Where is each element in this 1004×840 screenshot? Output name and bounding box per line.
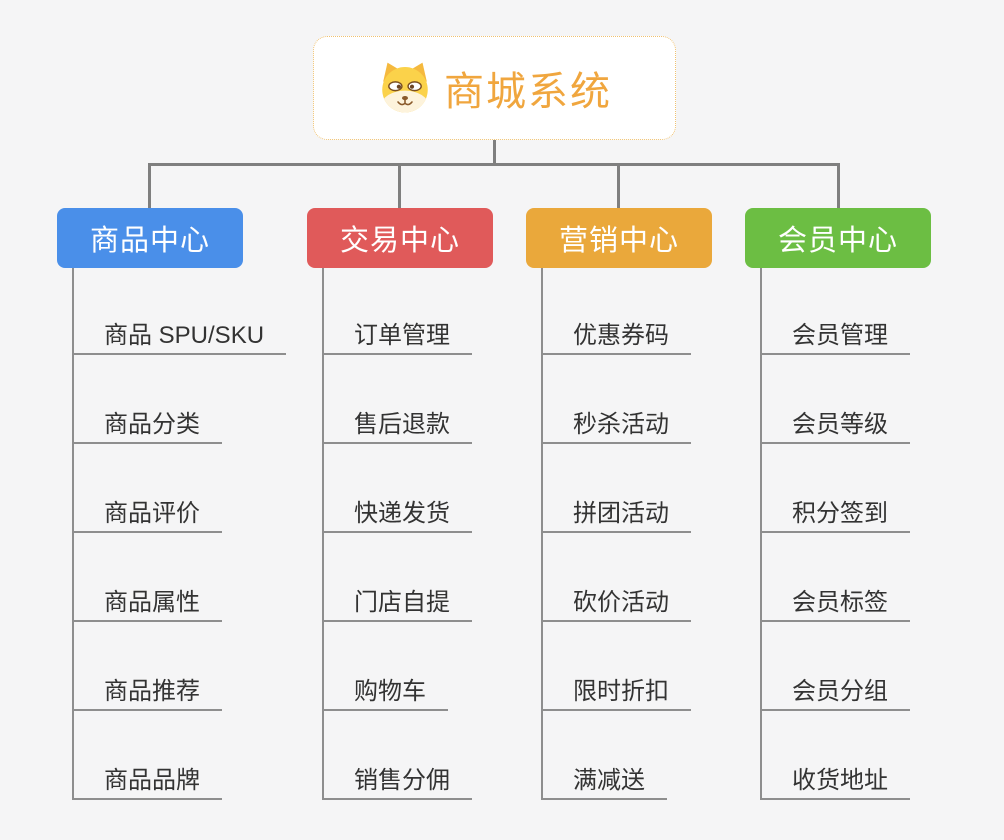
branch-node-product-center[interactable]: 商品中心: [57, 208, 243, 268]
connector-branch-3: [617, 163, 620, 210]
connector-branch-4: [837, 163, 840, 210]
leaf-node[interactable]: 收货地址: [760, 764, 910, 800]
trunk-line: [72, 268, 74, 800]
branch-node-marketing-center[interactable]: 营销中心: [526, 208, 712, 268]
connector-branch-1: [148, 163, 151, 210]
leaf-node[interactable]: 限时折扣: [541, 675, 691, 711]
branch-column-product: 商品 SPU/SKU 商品分类 商品评价 商品属性 商品推荐 商品品牌: [72, 268, 312, 808]
leaf-node[interactable]: 优惠券码: [541, 319, 691, 355]
connector-root-stem: [493, 140, 496, 166]
connector-horizontal: [148, 163, 840, 166]
leaf-node[interactable]: 快递发货: [322, 497, 472, 533]
leaf-node[interactable]: 商品评价: [72, 497, 222, 533]
leaf-node[interactable]: 拼团活动: [541, 497, 691, 533]
leaf-node[interactable]: 会员标签: [760, 586, 910, 622]
leaf-node[interactable]: 商品属性: [72, 586, 222, 622]
leaf-node[interactable]: 门店自提: [322, 586, 472, 622]
leaf-node[interactable]: 砍价活动: [541, 586, 691, 622]
leaf-node[interactable]: 商品推荐: [72, 675, 222, 711]
leaf-node[interactable]: 商品分类: [72, 408, 222, 444]
leaf-node[interactable]: 售后退款: [322, 408, 472, 444]
root-title: 商城系统: [444, 70, 612, 114]
root-node[interactable]: 商城系统: [313, 36, 676, 140]
branch-column-trade: 订单管理 售后退款 快递发货 门店自提 购物车 销售分佣: [322, 268, 562, 808]
branch-node-trade-center[interactable]: 交易中心: [307, 208, 493, 268]
branch-column-member: 会员管理 会员等级 积分签到 会员标签 会员分组 收货地址: [760, 268, 1000, 808]
leaf-node[interactable]: 会员分组: [760, 675, 910, 711]
leaf-node[interactable]: 商品 SPU/SKU: [72, 319, 287, 355]
branch-node-member-center[interactable]: 会员中心: [745, 208, 931, 268]
leaf-node[interactable]: 订单管理: [322, 319, 472, 355]
leaf-node[interactable]: 商品品牌: [72, 764, 222, 800]
dog-face-icon: [382, 62, 428, 113]
branch-column-marketing: 优惠券码 秒杀活动 拼团活动 砍价活动 限时折扣 满减送: [541, 268, 781, 808]
trunk-line: [541, 268, 543, 800]
leaf-node[interactable]: 会员等级: [760, 408, 910, 444]
leaf-node[interactable]: 会员管理: [760, 319, 910, 355]
trunk-line: [760, 268, 762, 800]
leaf-node[interactable]: 满减送: [541, 764, 667, 800]
leaf-node[interactable]: 秒杀活动: [541, 408, 691, 444]
leaf-node[interactable]: 销售分佣: [322, 764, 472, 800]
leaf-node[interactable]: 积分签到: [760, 497, 910, 533]
connector-branch-2: [398, 163, 401, 210]
leaf-node[interactable]: 购物车: [322, 675, 448, 711]
trunk-line: [322, 268, 324, 800]
